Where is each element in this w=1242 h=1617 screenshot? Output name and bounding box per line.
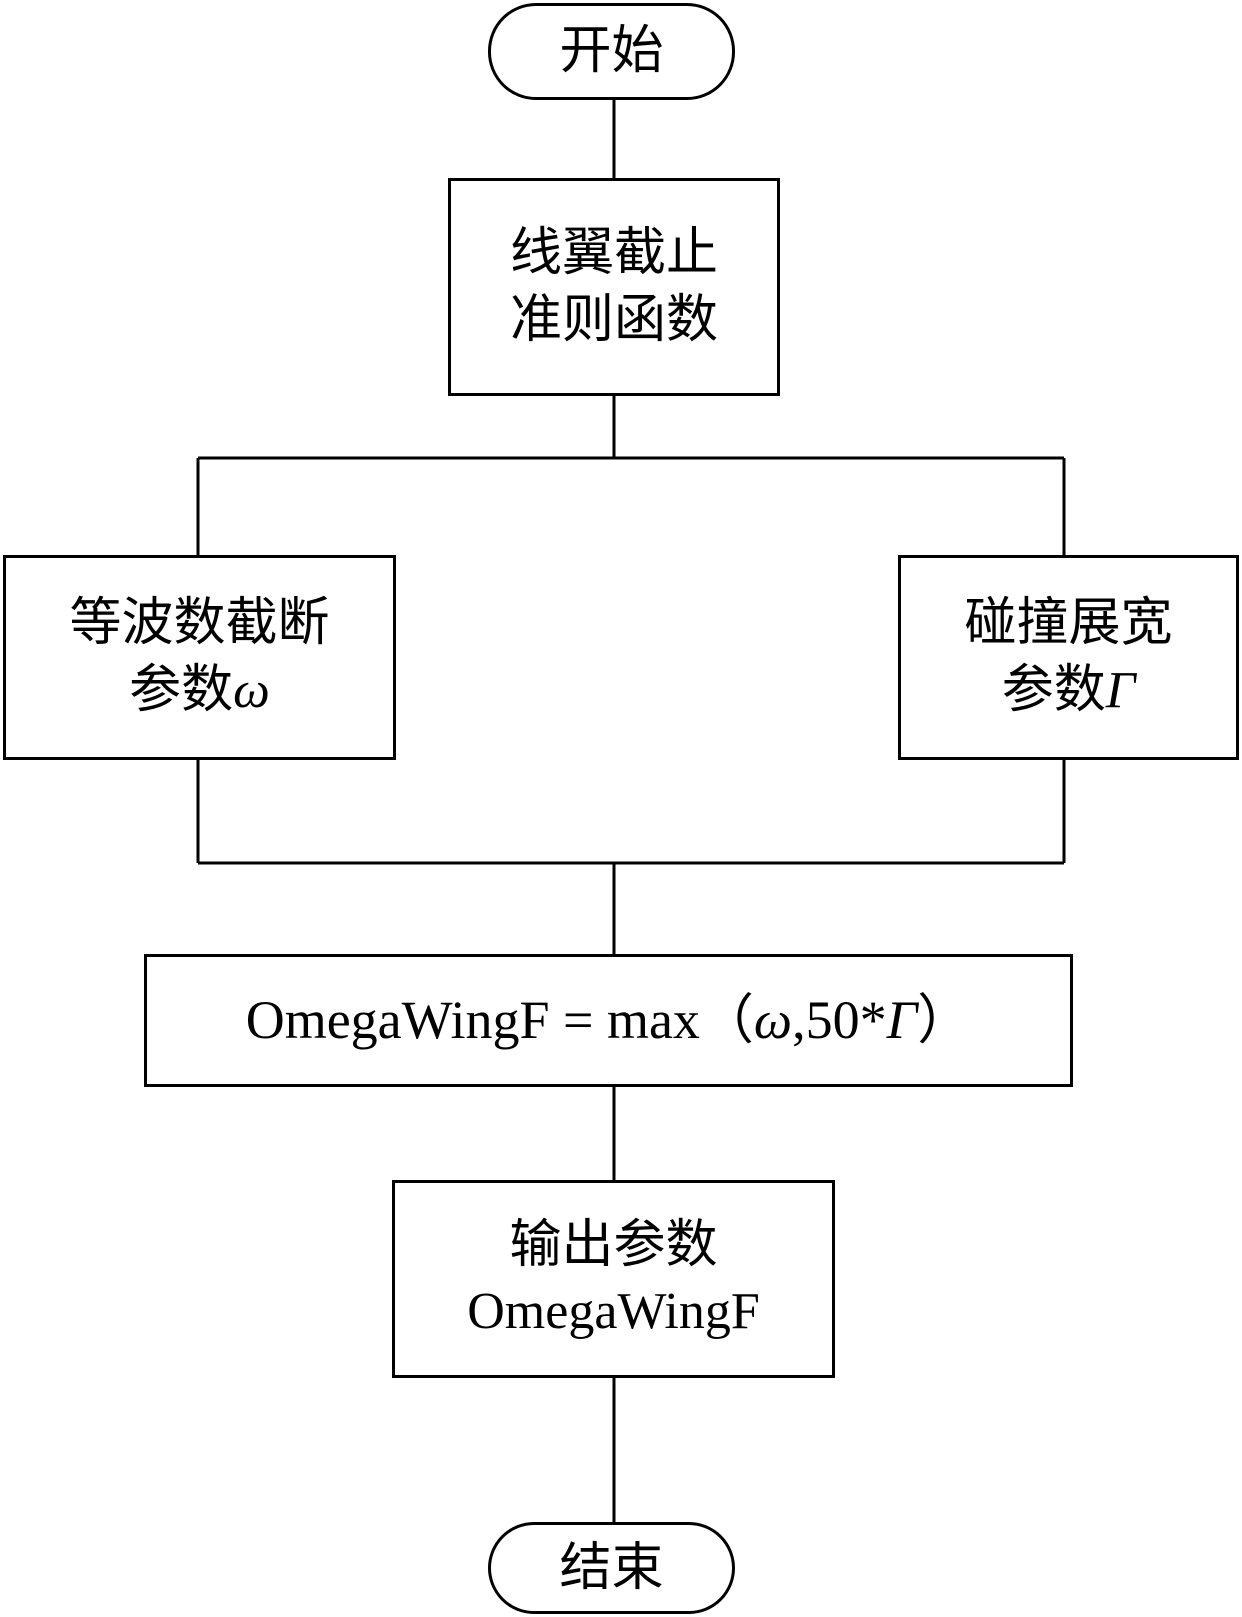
output-parameter-box: 输出参数 OmegaWingF <box>392 1180 835 1378</box>
gamma-symbol: Γ <box>1105 662 1136 719</box>
formula-omega: ω <box>753 989 793 1050</box>
formula-prefix: OmegaWingF = max（ <box>245 989 754 1050</box>
end-label: 结束 <box>559 1537 664 1598</box>
formula-suffix: ） <box>917 989 972 1050</box>
end-node: 结束 <box>488 1522 735 1614</box>
wavenumber-cutoff-line-2: 参数ω <box>129 657 270 725</box>
collision-broadening-line-1: 碰撞展宽 <box>964 593 1173 654</box>
criterion-function-box: 线翼截止 准则函数 <box>448 178 780 396</box>
formula-box: OmegaWingF = max（ω,50*Γ） <box>144 954 1073 1087</box>
wavenumber-cutoff-line-1: 等波数截断 <box>69 593 330 654</box>
collision-broadening-line-2: 参数Γ <box>1002 657 1136 725</box>
output-line-2: OmegaWingF <box>467 1283 760 1340</box>
wavenumber-cutoff-box: 等波数截断 参数ω <box>3 555 396 760</box>
criterion-line-1: 线翼截止 <box>509 223 718 284</box>
collision-broadening-line-2-text: 参数 <box>1001 660 1106 720</box>
omega-symbol: ω <box>233 662 270 719</box>
start-label: 开始 <box>559 21 664 82</box>
formula-middle: ,50* <box>792 989 887 1050</box>
start-node: 开始 <box>488 3 735 100</box>
collision-broadening-box: 碰撞展宽 参数Γ <box>898 555 1239 760</box>
wavenumber-cutoff-line-2-text: 参数 <box>129 660 234 720</box>
output-line-1: 输出参数 <box>509 1215 718 1276</box>
formula-gamma: Γ <box>886 989 918 1050</box>
formula-text: OmegaWingF = max（ω,50*Γ） <box>246 986 972 1055</box>
criterion-line-2: 准则函数 <box>509 290 718 350</box>
